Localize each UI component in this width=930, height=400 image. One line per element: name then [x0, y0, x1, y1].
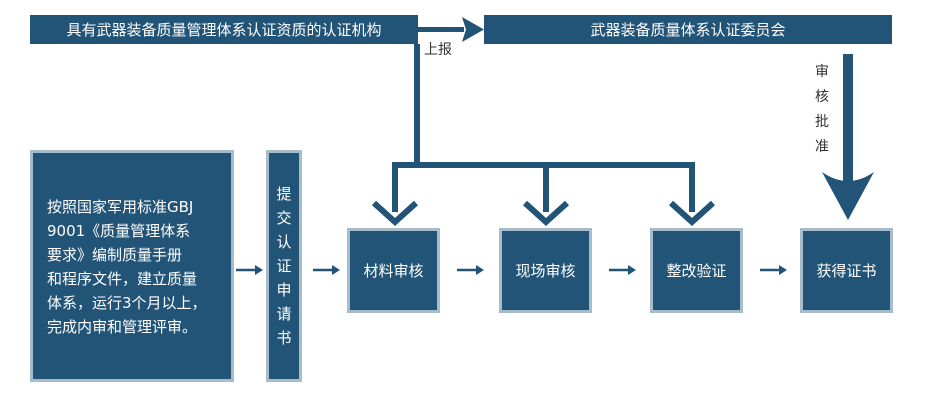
apply-char: 证: [276, 257, 292, 275]
requirement-line: 体系，运行3个月以上，: [47, 294, 207, 312]
arrowhead-drop-1: [371, 200, 419, 227]
arrowhead-drop-2: [522, 200, 570, 227]
apply-char: 申: [276, 281, 292, 299]
apply-char: 认: [276, 233, 292, 251]
approve-char: 核: [815, 89, 829, 105]
step-label: 整改验证: [666, 262, 727, 280]
step-onsite-review: 现场审核: [499, 228, 592, 313]
committee-box-label: 武器装备质量体系认证委员会: [590, 21, 786, 39]
apply-char: 请: [276, 305, 292, 323]
step-label: 现场审核: [515, 262, 576, 280]
step-certificate: 获得证书: [800, 228, 893, 313]
line-org-down: [414, 44, 420, 165]
committee-box: 武器装备质量体系认证委员会: [484, 15, 892, 44]
line-drop-3: [689, 162, 695, 212]
org-box: 具有武器装备质量管理体系认证资质的认证机构: [30, 15, 418, 44]
requirement-line: 按照国家军用标准GBJ: [47, 198, 194, 216]
line-committee-down: [843, 54, 853, 199]
apply-char: 交: [276, 209, 292, 227]
apply-box: 提 交 认 证 申 请 书: [266, 150, 302, 382]
flow-arrows: [236, 265, 787, 275]
arrow-report-head: [462, 17, 484, 42]
apply-char: 书: [276, 329, 292, 347]
approve-char: 准: [815, 139, 829, 155]
step-label: 材料审核: [363, 262, 424, 280]
flow-arrow-2-head: [332, 265, 340, 275]
requirement-line: 9001《质量管理体系: [47, 222, 191, 240]
arrowhead-drop-3: [668, 200, 716, 227]
step-material-review: 材料审核: [347, 228, 440, 313]
arrow-report-shaft: [418, 27, 464, 32]
requirement-line: 和程序文件，建立质量: [47, 270, 198, 288]
requirement-box: 按照国家军用标准GBJ 9001《质量管理体系 要求》编制质量手册 和程序文件，…: [30, 150, 234, 382]
step-rectification: 整改验证: [650, 228, 743, 313]
flow-arrow-3-head: [476, 265, 484, 275]
requirement-line: 完成内审和管理评审。: [47, 318, 198, 336]
org-box-label: 具有武器装备质量管理体系认证资质的认证机构: [66, 21, 382, 39]
line-drop-1: [392, 162, 398, 212]
line-drop-2: [543, 162, 549, 212]
arrowhead-committee: [822, 172, 874, 220]
approve-label: 审 核 批 准: [815, 60, 829, 160]
flow-arrow-5-head: [779, 265, 787, 275]
flow-arrow-1-head: [255, 265, 263, 275]
requirement-line: 要求》编制质量手册: [47, 246, 183, 264]
approve-char: 审: [815, 64, 829, 80]
report-label: 上报: [424, 42, 452, 58]
step-label: 获得证书: [816, 262, 877, 280]
approve-char: 批: [815, 114, 829, 130]
flow-arrow-4-head: [628, 265, 636, 275]
apply-char: 提: [276, 185, 292, 203]
